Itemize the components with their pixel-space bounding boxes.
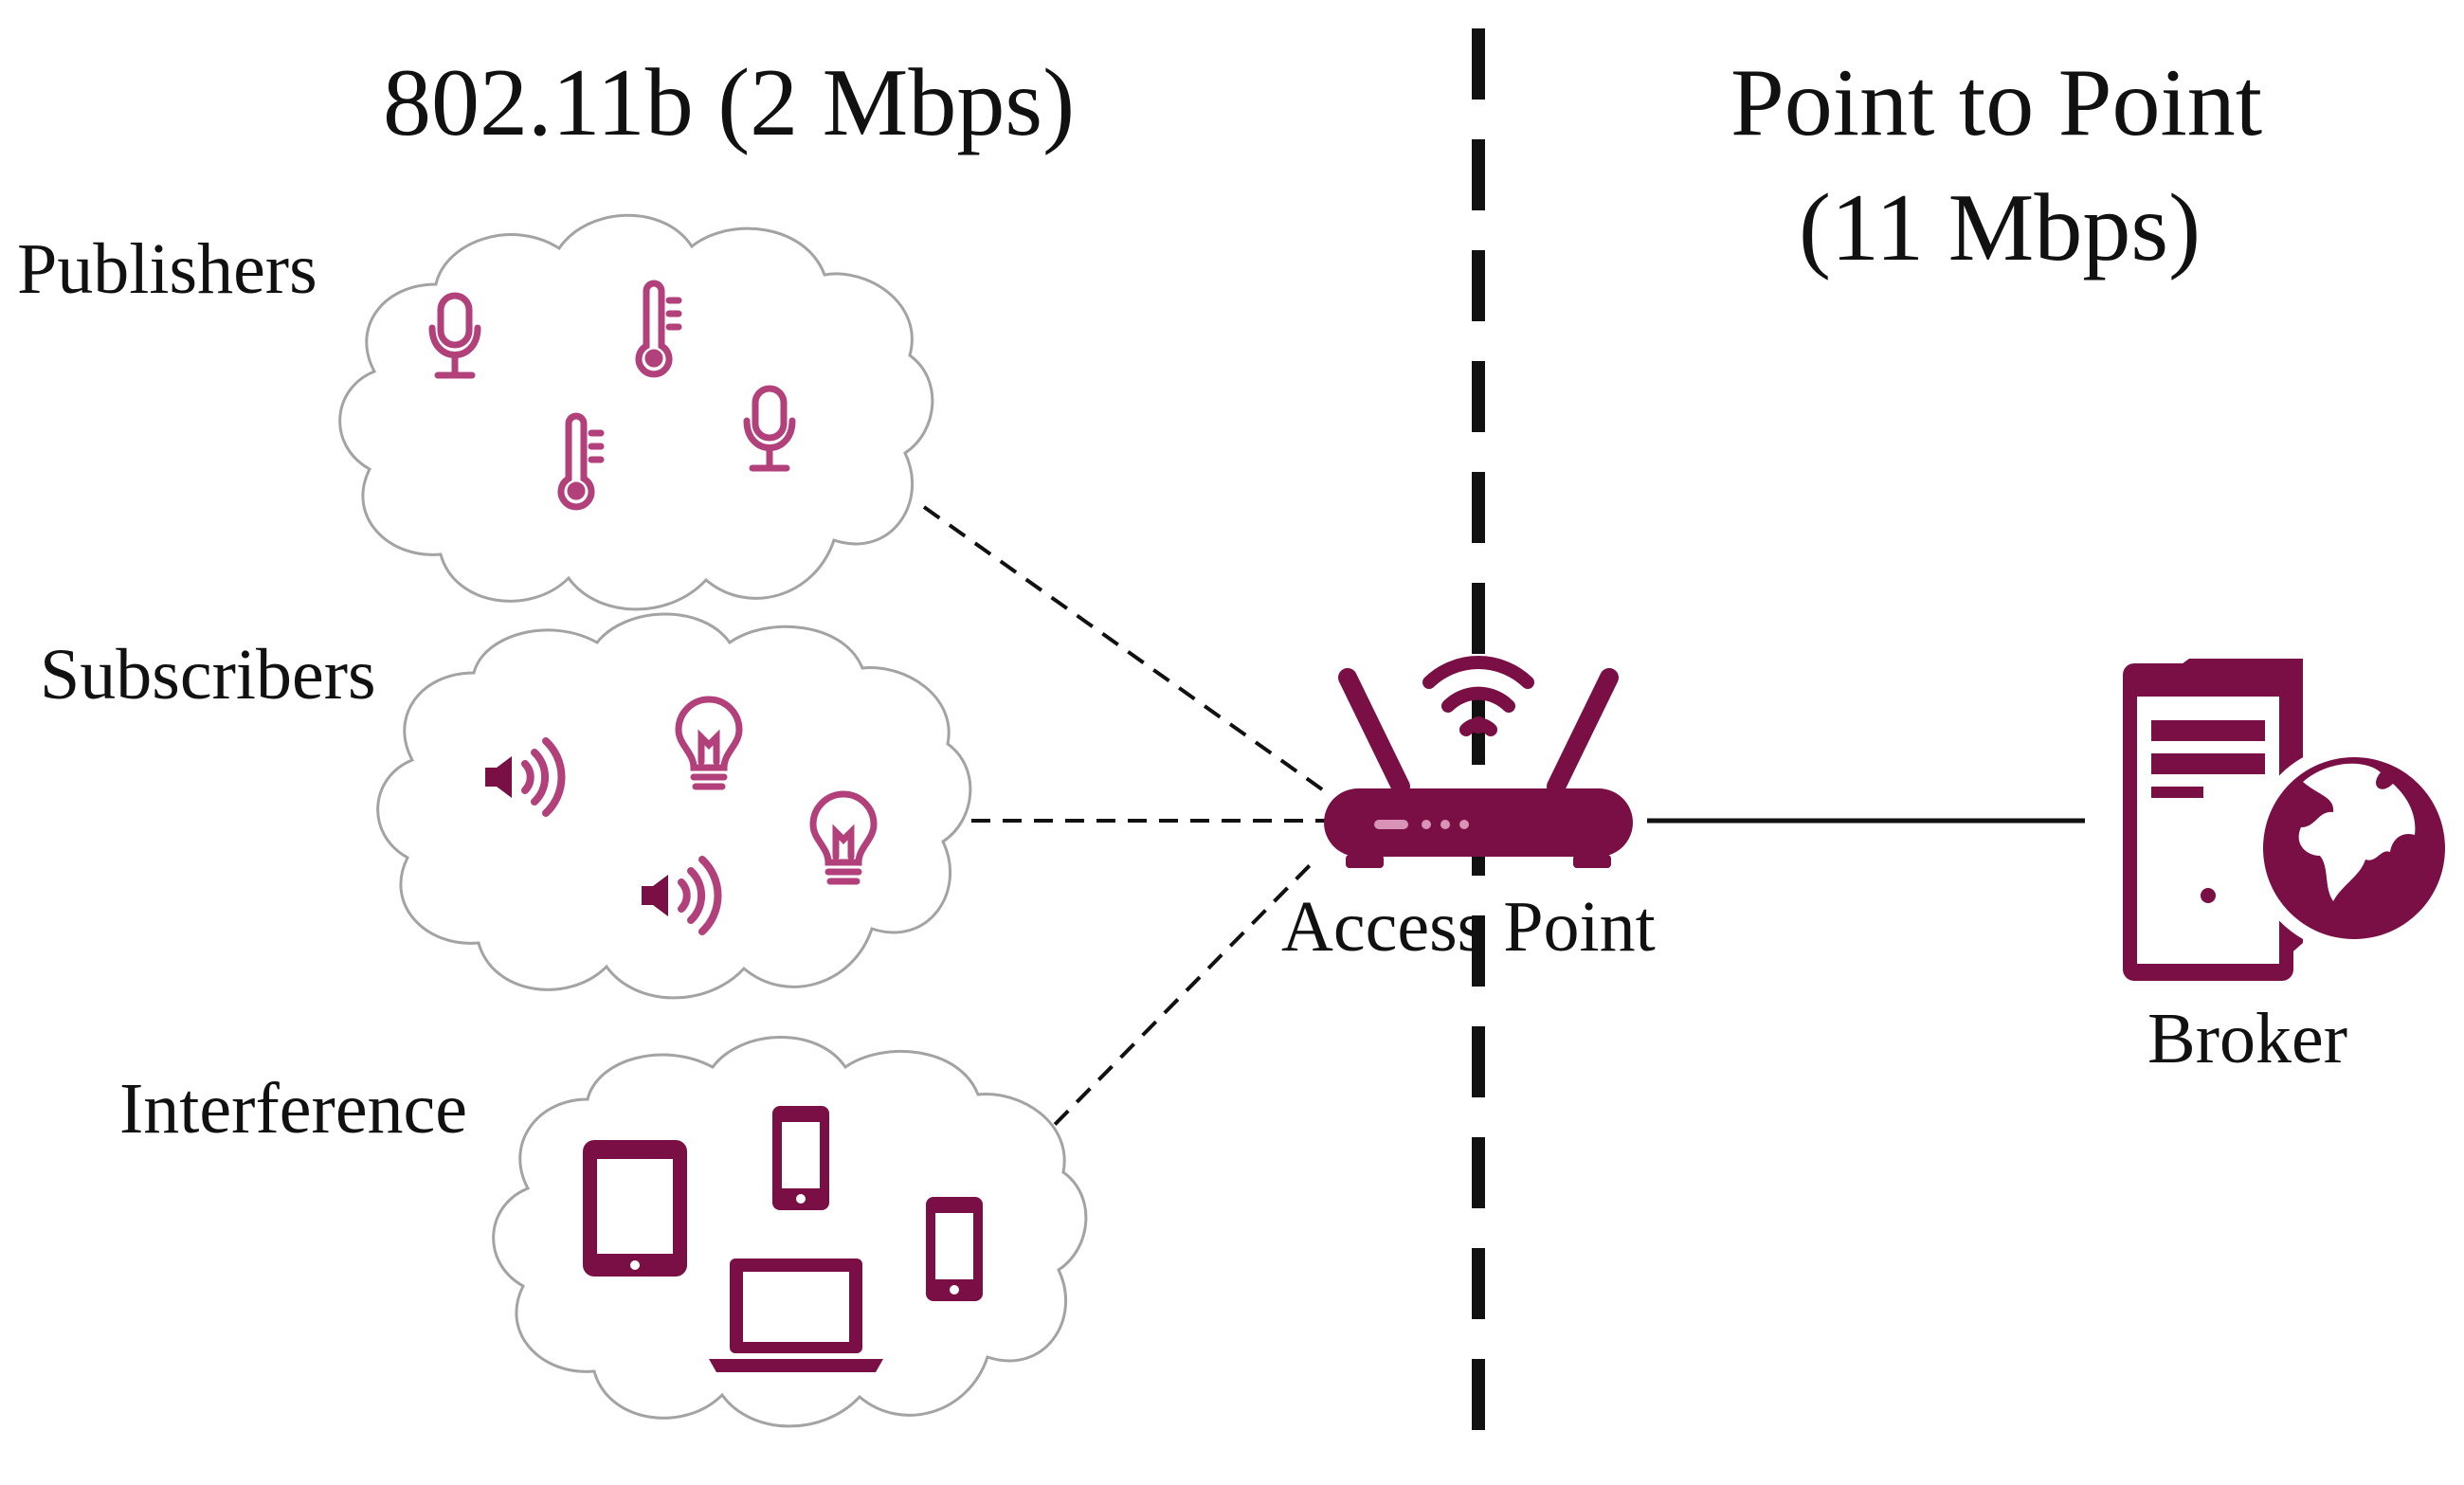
right-section-title-line-2: (11 Mbps) bbox=[1799, 174, 2201, 281]
publishers-label: Publishers bbox=[17, 229, 317, 309]
left-section-title: 802.11b (2 Mbps) bbox=[383, 49, 1076, 156]
web-server-icon bbox=[2123, 659, 2458, 981]
globe-icon bbox=[2250, 744, 2458, 952]
broker-label: Broker bbox=[2147, 999, 2348, 1078]
thermometer-icon bbox=[635, 280, 682, 378]
light-bulb-icon bbox=[675, 696, 743, 790]
subscribers-cloud bbox=[376, 612, 972, 1000]
access-point-label: Access Point bbox=[1281, 887, 1656, 967]
right-section-title-line-1: Point to Point bbox=[1730, 49, 2263, 156]
link-publishers-ap bbox=[922, 505, 1333, 798]
link-interference-ap bbox=[1031, 856, 1319, 1149]
publishers-cloud bbox=[338, 213, 934, 611]
subscribers-label: Subscribers bbox=[40, 635, 376, 715]
speaker-icon bbox=[642, 856, 722, 935]
interference-label: Interference bbox=[119, 1069, 468, 1149]
light-bulb-icon bbox=[809, 790, 878, 885]
interference-cloud bbox=[492, 1036, 1088, 1428]
microphone-icon bbox=[743, 385, 796, 472]
tablet-icon bbox=[583, 1140, 687, 1277]
thermometer-icon bbox=[557, 412, 605, 511]
speaker-icon bbox=[485, 737, 566, 817]
smartphone-icon bbox=[772, 1106, 829, 1210]
wifi-router-icon bbox=[1324, 656, 1633, 868]
microphone-icon bbox=[428, 292, 481, 379]
laptop-icon bbox=[709, 1259, 883, 1372]
smartphone-icon bbox=[926, 1197, 983, 1301]
